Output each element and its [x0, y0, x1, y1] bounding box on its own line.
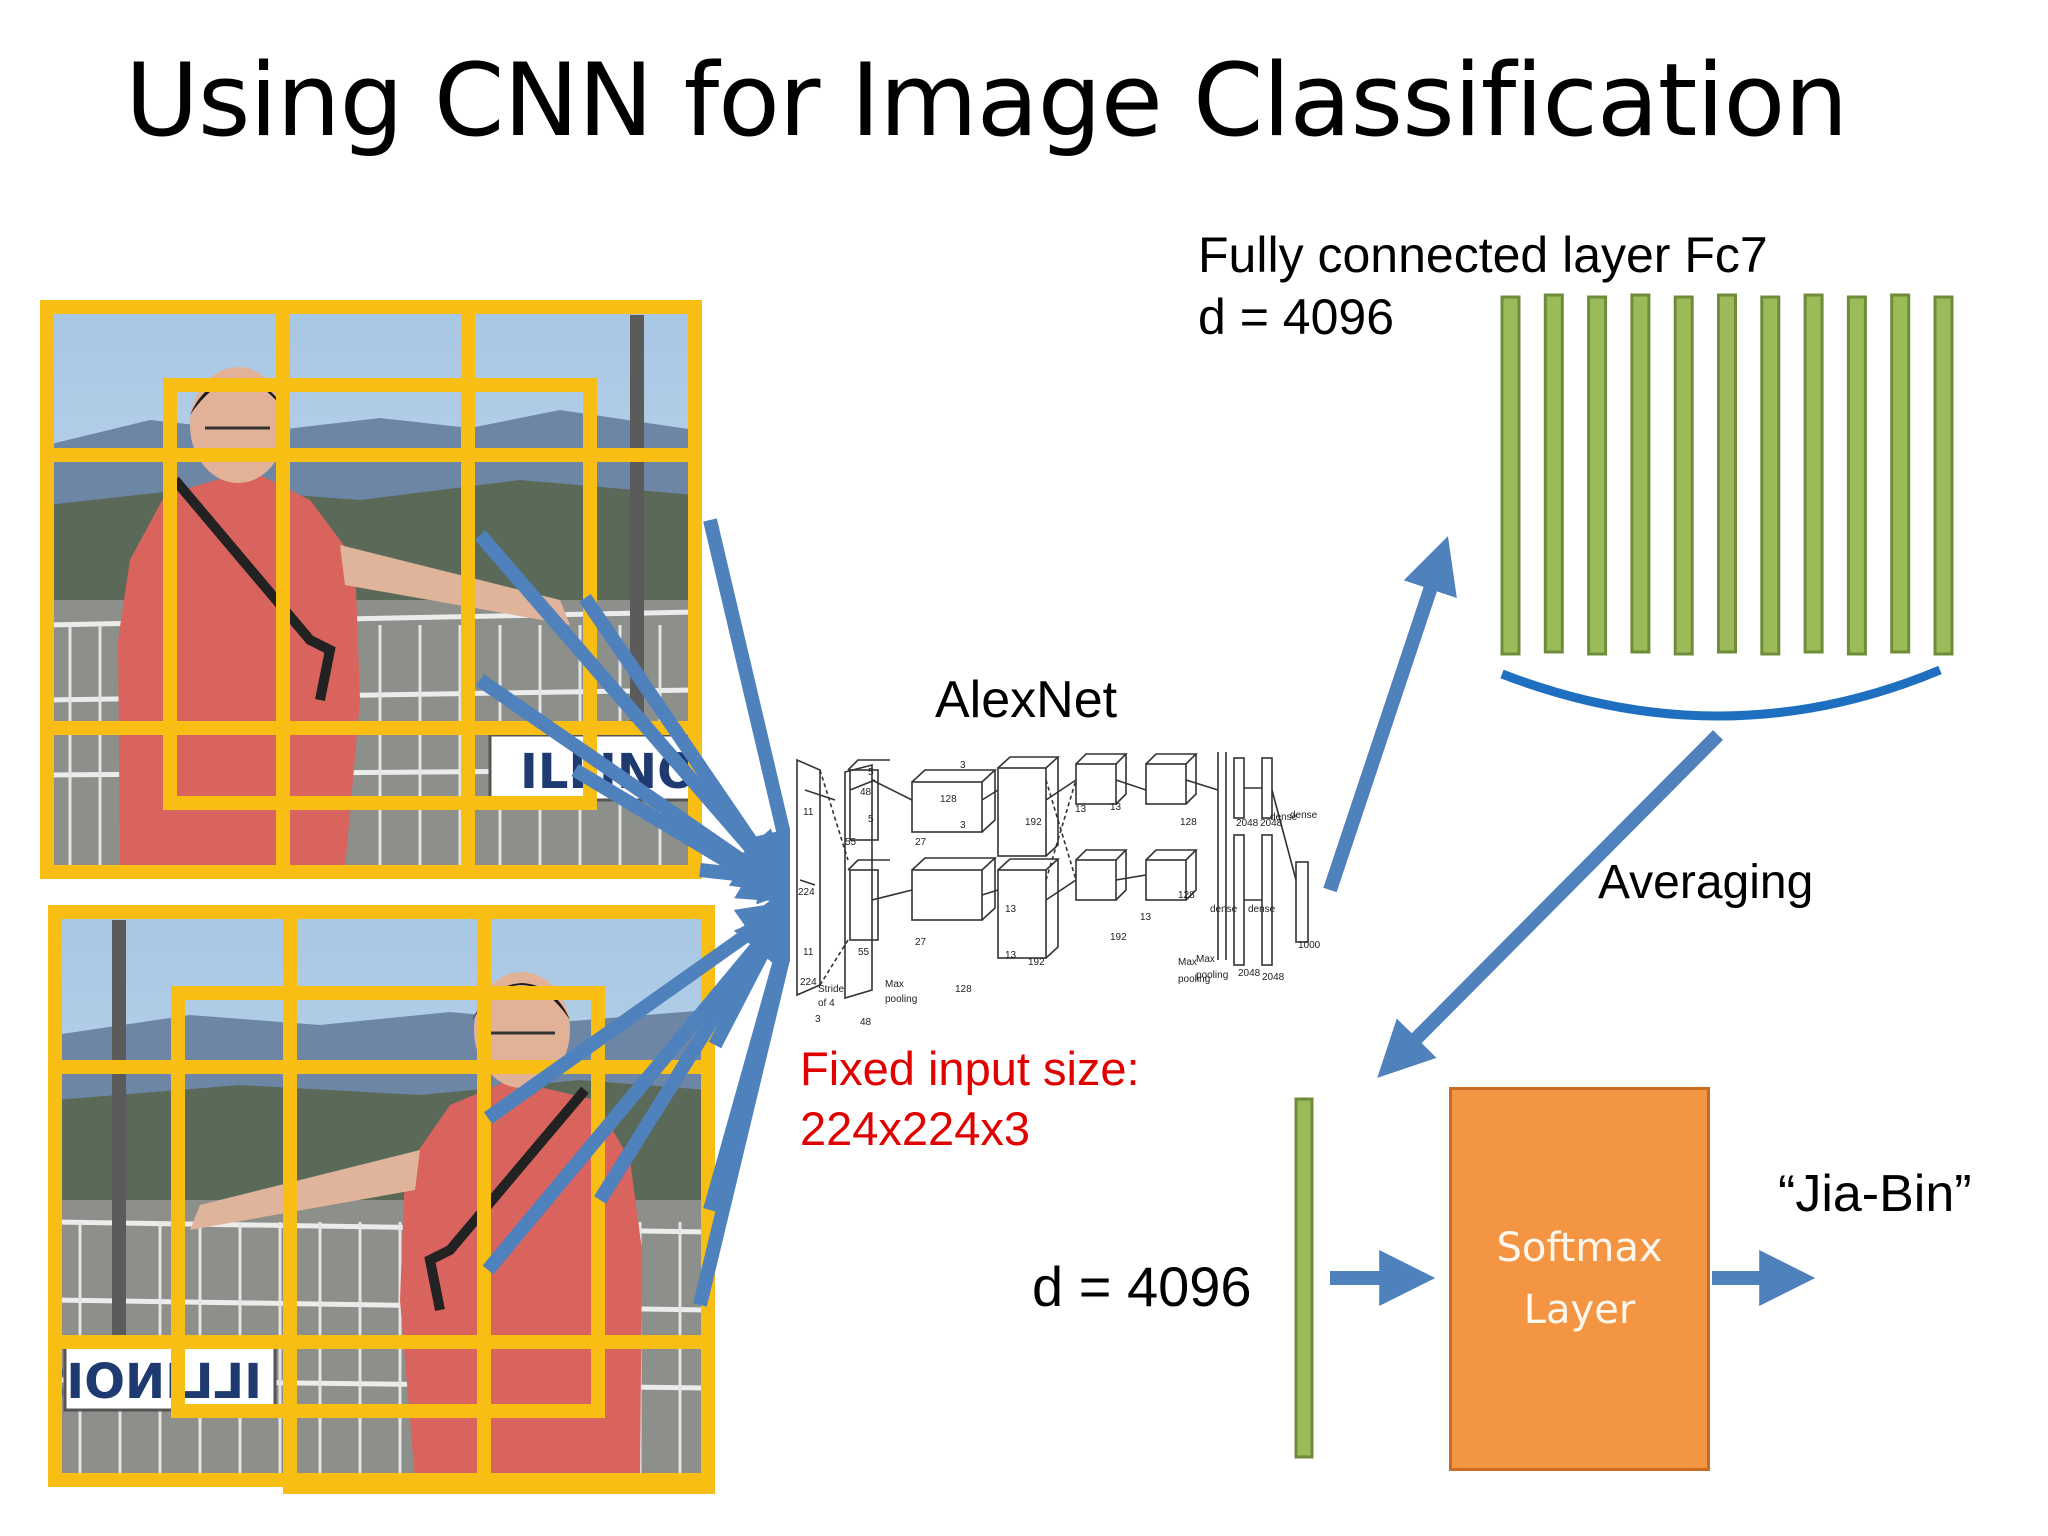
- crop-to-alexnet-arrows: [474, 518, 816, 1307]
- fc7-bar: [1587, 295, 1608, 656]
- fc7-bars: [1500, 293, 1954, 656]
- alexnet-diagram-label: 13: [1005, 950, 1017, 961]
- alexnet-diagram-label: Stride: [818, 984, 845, 995]
- alexnet-diagram-label: 128: [1180, 817, 1197, 828]
- alexnet-diagram-label: 27: [915, 837, 927, 848]
- fc7-bar: [1890, 293, 1911, 654]
- alexnet-diagram-label: 13: [1075, 804, 1087, 815]
- alexnet-diagram-label: 2048: [1238, 968, 1261, 979]
- fc7-bar: [1933, 295, 1954, 656]
- fc7-dimension-label: d = 4096: [1198, 289, 1395, 345]
- fc7-bar: [1630, 293, 1651, 654]
- alexnet-diagram-label: 192: [1025, 817, 1042, 828]
- alexnet-diagram-label: 128: [955, 984, 972, 995]
- alexnet-diagram-label: pooling: [885, 994, 917, 1005]
- crop-grid-top: [40, 300, 702, 879]
- fc7-bar: [1717, 293, 1737, 654]
- alexnet-diagram-label: 2048: [1236, 818, 1259, 829]
- alexnet-diagram-label: 48: [860, 787, 872, 798]
- alexnet-diagram-label: dense: [1248, 904, 1276, 915]
- alexnet-diagram-label: 2048: [1260, 818, 1283, 829]
- alexnet-diagram-label: 11: [803, 947, 814, 958]
- fc7-bar: [1760, 295, 1781, 656]
- alexnet-diagram-label: 192: [1028, 957, 1045, 968]
- alexnet-diagram-label: 3: [815, 1014, 821, 1025]
- alexnet-diagram-label: 3: [960, 760, 966, 771]
- fc7-bar: [1500, 295, 1521, 656]
- slide-title: Using CNN for Image Classification: [125, 41, 1848, 159]
- predicted-class-label: “Jia-Bin”: [1778, 1165, 1972, 1223]
- fc7-layer-title: Fully connected layer Fc7: [1198, 227, 1768, 283]
- alexnet-label: AlexNet: [935, 671, 1118, 729]
- alexnet-diagram-label: Max: [1196, 954, 1215, 965]
- alexnet-diagram-label: 13: [1005, 904, 1017, 915]
- alexnet-diagram-label: 1000: [1298, 940, 1321, 951]
- alexnet-diagram-label: dense: [1210, 904, 1238, 915]
- softmax-label-line1: Softmax: [1496, 1225, 1663, 1271]
- fc7-bar: [1803, 293, 1824, 654]
- alexnet-diagram-label: of 4: [818, 998, 835, 1009]
- alexnet-diagram-label: 224: [798, 887, 815, 898]
- alexnet-diagram-label: pooling: [1178, 974, 1210, 985]
- alexnet-diagram-label: 128: [940, 794, 957, 805]
- alexnet-diagram-label: 5: [868, 814, 874, 825]
- final-feature-bar: [1294, 1097, 1314, 1459]
- alexnet-diagram-label: Max: [885, 979, 904, 990]
- fc7-bar: [1673, 295, 1694, 656]
- alexnet-diagram-label: 11: [803, 807, 814, 818]
- alexnet-diagram-label: dense: [1290, 810, 1318, 821]
- alexnet-to-fc7-arrow: [1323, 536, 1457, 893]
- alexnet-diagram-label: 192: [1110, 932, 1127, 943]
- alexnet-diagram-label: dense: [1270, 812, 1298, 823]
- alexnet-diagram-label: 3: [960, 820, 966, 831]
- alexnet-diagram-label: 55: [858, 947, 870, 958]
- fc7-bar: [1846, 295, 1867, 656]
- alexnet-diagram-label: 55: [845, 837, 857, 848]
- alexnet-diagram-label: 224: [800, 977, 817, 988]
- alexnet-diagram-label: 2048: [1262, 972, 1285, 983]
- sign-text-bottom: ILLINOIS: [32, 1354, 262, 1410]
- averaging-arrow: [1377, 730, 1723, 1078]
- input-size-label-line2: 224x224x3: [800, 1102, 1030, 1155]
- final-feature-dimension-label: d = 4096: [1032, 1255, 1252, 1318]
- averaging-curve: [1500, 665, 1942, 721]
- alexnet-diagram-label: pooling: [1196, 970, 1228, 981]
- fc7-bar: [1543, 293, 1564, 654]
- averaging-label: Averaging: [1598, 856, 1814, 909]
- input-size-label-line1: Fixed input size:: [800, 1042, 1140, 1095]
- alexnet-diagram-label: 27: [915, 937, 927, 948]
- alexnet-diagram-label: 48: [860, 1017, 872, 1028]
- softmax-layer-box: Softmax Layer: [1449, 1087, 1710, 1471]
- alexnet-diagram-label: 5: [868, 767, 874, 778]
- softmax-label-line2: Layer: [1523, 1287, 1636, 1333]
- alexnet-diagram-label: 13: [1110, 802, 1122, 813]
- alexnet-diagram-label: 128: [1178, 890, 1195, 901]
- alexnet-diagram-label: Max: [1178, 957, 1197, 968]
- alexnet-diagram-label: 13: [1140, 912, 1152, 923]
